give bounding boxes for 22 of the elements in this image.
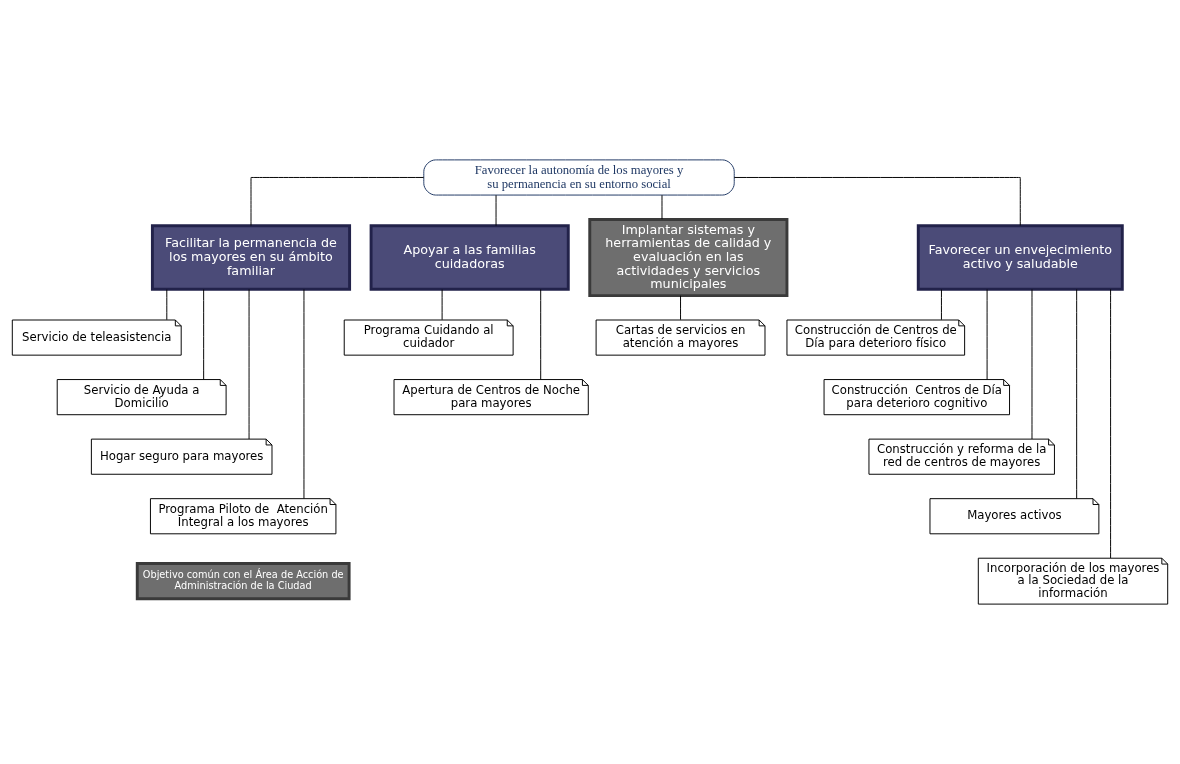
connector [680, 295, 682, 321]
connector [1031, 289, 1033, 440]
connector [441, 289, 443, 321]
node-box: Apoyar a las familias cuidadoras [369, 224, 570, 291]
connector [248, 289, 250, 440]
connector [303, 289, 305, 499]
connector [250, 177, 425, 226]
connector [166, 289, 168, 321]
connector [203, 289, 205, 380]
node-box: Facilitar la permanencia de los mayores en su ámbito familiar [150, 224, 352, 291]
connector [540, 289, 542, 380]
connector [661, 194, 663, 220]
connector [1110, 288, 1112, 559]
connector [1076, 289, 1078, 499]
connector [940, 289, 942, 321]
connector [495, 194, 497, 227]
legend-label: Objetivo común con el Área de Acción de Administración de la Ciudad [142, 569, 344, 591]
connector [986, 289, 988, 380]
node-box: Favorecer un envejecimiento activo y saludable [916, 224, 1124, 291]
node-box: Implantar sistemas y herramientas de calidad y evaluación en las actividades y servicios municipales [588, 218, 789, 298]
connector [733, 177, 1021, 226]
node-box: Favorecer la autonomía de los mayores y su permanencia en su entorno social [423, 159, 735, 196]
